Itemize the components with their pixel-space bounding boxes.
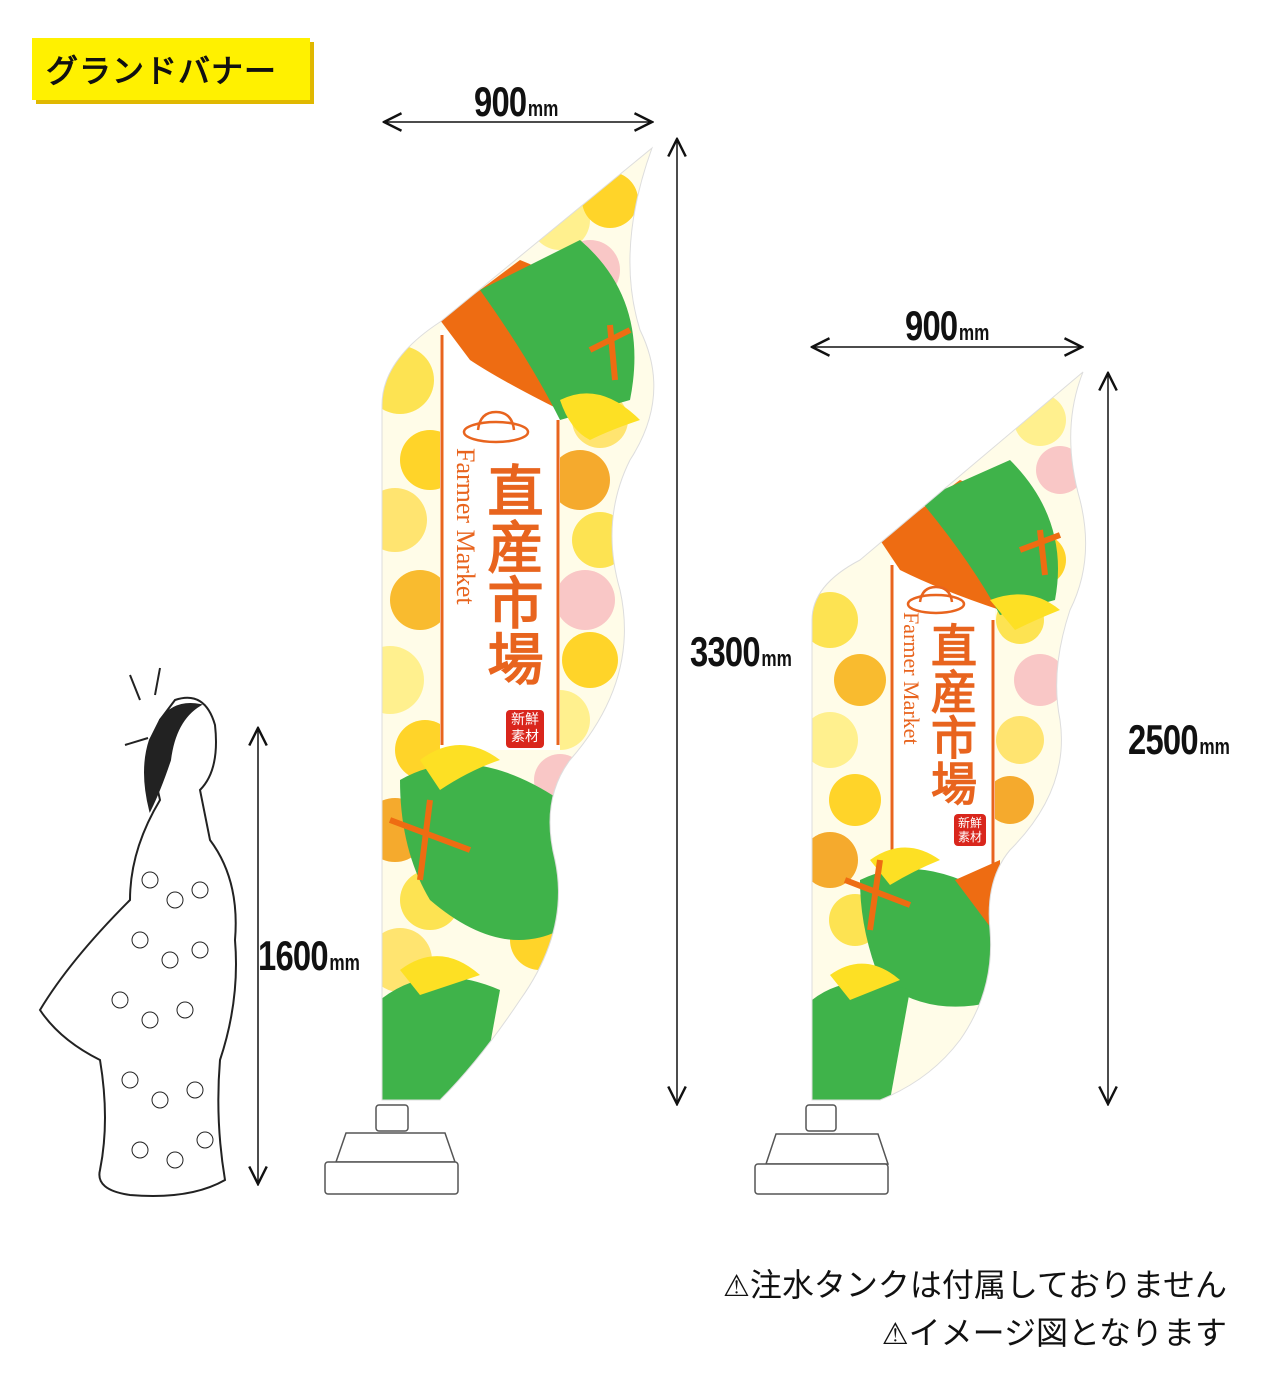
- person-height-value: 1600: [258, 932, 329, 979]
- banner-title-en-small: Farmer Market: [899, 612, 924, 745]
- large-height-unit: mm: [761, 646, 792, 671]
- large-height-label: 3300mm: [690, 628, 792, 676]
- large-banner-text: Farmer Market 直産市場 新鮮 素材: [450, 448, 550, 748]
- warning-icon: ⚠: [722, 1269, 750, 1304]
- stamp-line2: 素材: [511, 729, 539, 745]
- person-height-label: 1600mm: [258, 932, 360, 980]
- small-height-unit: mm: [1199, 734, 1230, 759]
- small-height-label: 2500mm: [1128, 716, 1230, 764]
- stamp-line1-small: 新鮮: [957, 816, 982, 830]
- large-width-unit: mm: [527, 96, 559, 121]
- small-width-value: 900: [905, 302, 958, 349]
- small-banner: [754, 371, 1087, 1195]
- farmer-hat-icon-small: [906, 585, 966, 615]
- stamp-line1: 新鮮: [511, 712, 539, 728]
- large-width-label: 900mm: [474, 78, 558, 126]
- stamp-line2-small: 素材: [957, 830, 982, 844]
- note-item: ⚠イメージ図となります: [723, 1310, 1227, 1358]
- dimension-lines: [258, 122, 1108, 1184]
- large-height-value: 3300: [690, 628, 761, 675]
- banner-title-ja: 直産市場: [478, 462, 543, 686]
- page-title: グランドバナー: [46, 52, 278, 90]
- banner-title-ja-small: 直産市場: [924, 622, 978, 806]
- note-text: イメージ図となります: [908, 1314, 1227, 1352]
- note-item: ⚠注水タンクは付属しておりません: [723, 1262, 1227, 1310]
- farmer-hat-icon: [462, 410, 530, 444]
- page-title-tag: グランドバナー: [32, 38, 310, 100]
- small-banner-text: Farmer Market 直産市場 新鮮 素材: [898, 612, 993, 852]
- small-width-unit: mm: [958, 320, 990, 345]
- person-figure: [38, 667, 237, 1197]
- note-text: 注水タンクは付属しておりません: [749, 1266, 1227, 1304]
- stamp-badge: 新鮮 素材: [506, 710, 544, 748]
- small-width-label: 900mm: [905, 302, 989, 350]
- large-width-value: 900: [474, 78, 527, 125]
- small-height-value: 2500: [1128, 716, 1199, 763]
- banner-title-en: Farmer Market: [451, 448, 480, 605]
- notes: ⚠注水タンクは付属しておりません ⚠イメージ図となります: [723, 1262, 1227, 1358]
- stamp-badge-small: 新鮮 素材: [954, 814, 986, 846]
- warning-icon: ⚠: [881, 1317, 909, 1352]
- person-height-unit: mm: [329, 950, 360, 975]
